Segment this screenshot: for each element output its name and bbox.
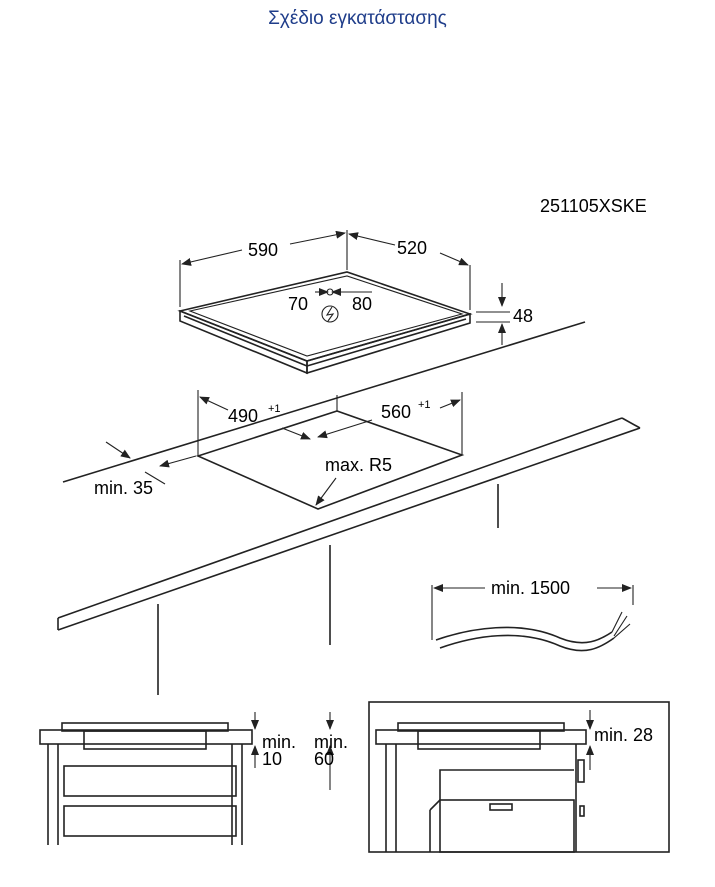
- oven-gap-label: min. 28: [594, 725, 653, 745]
- hob-height-label: 48: [513, 306, 533, 326]
- shelf-gap-value: 60: [314, 749, 334, 769]
- cutout-dimensions: [105, 396, 461, 506]
- hob-dimensions: [179, 230, 510, 345]
- oven-installation-drawing: [368, 701, 670, 853]
- cutout-width-tolerance: +1: [268, 403, 281, 415]
- hob-depth-label: 520: [397, 238, 427, 258]
- cable-length-label: min. 1500: [491, 578, 570, 598]
- power-symbol-icon: [321, 305, 339, 323]
- worktop-drawing: [57, 321, 641, 695]
- page-title: Σχέδιο εγκατάστασης: [268, 8, 447, 29]
- hob-drawing: [177, 271, 473, 375]
- drawer-gap-min-label: min.: [262, 732, 296, 752]
- cable-drawing: [431, 584, 634, 652]
- drawer-gap-value: 10: [262, 749, 282, 769]
- cutout-width-label: 490: [228, 406, 258, 426]
- connection-left-label: 70: [288, 294, 308, 314]
- connection-right-label: 80: [352, 294, 372, 314]
- model-code: 251105XSKE: [540, 196, 647, 216]
- front-distance-label: min. 35: [94, 478, 153, 498]
- shelf-gap-min-label: min.: [314, 732, 348, 752]
- drawer-installation-drawing: [39, 712, 334, 845]
- hob-width-label: 590: [248, 240, 278, 260]
- cutout-depth-tolerance: +1: [418, 399, 431, 411]
- cutout-radius-label: max. R5: [325, 455, 392, 475]
- cutout-depth-label: 560: [381, 402, 411, 422]
